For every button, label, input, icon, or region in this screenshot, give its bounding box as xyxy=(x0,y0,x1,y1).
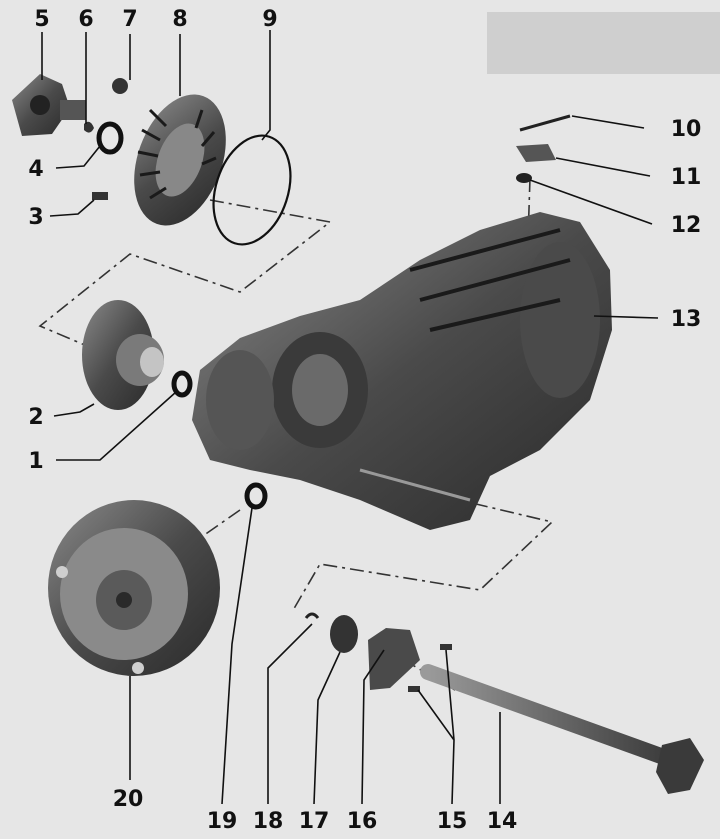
part-12-washer xyxy=(516,173,532,183)
label-16: 16 xyxy=(347,809,378,834)
assembly-lines xyxy=(38,177,554,691)
part-1-seal xyxy=(171,370,193,398)
part-3-bolt xyxy=(92,192,108,200)
part-11-bracket xyxy=(516,144,556,162)
label-13: 13 xyxy=(671,307,702,332)
part-17-seal xyxy=(330,615,358,653)
blank-patch xyxy=(487,12,720,74)
label-12: 12 xyxy=(671,213,702,238)
part-19-seal xyxy=(244,482,268,510)
label-8: 8 xyxy=(172,7,187,32)
part-2-flange xyxy=(82,300,164,410)
part-20-torque-converter xyxy=(48,500,220,676)
part-15-bolts xyxy=(408,644,452,692)
label-20: 20 xyxy=(113,787,144,812)
part-9-o-ring xyxy=(212,134,292,246)
label-1: 1 xyxy=(28,449,43,474)
part-18-clip xyxy=(304,612,320,619)
part-5-flange xyxy=(12,74,86,136)
label-6: 6 xyxy=(78,7,93,32)
label-19: 19 xyxy=(207,809,238,834)
part-10-bolt xyxy=(519,114,571,132)
part-16-bracket xyxy=(368,628,420,690)
leader-lines xyxy=(41,30,659,805)
label-11: 11 xyxy=(671,165,702,190)
label-9: 9 xyxy=(262,7,277,32)
label-17: 17 xyxy=(299,809,330,834)
label-2: 2 xyxy=(28,405,43,430)
label-15: 15 xyxy=(437,809,468,834)
part-number-labels: 5 6 7 8 9 4 3 10 11 12 13 2 1 20 19 18 1… xyxy=(28,7,701,834)
label-3: 3 xyxy=(28,205,43,230)
part-7-bolt xyxy=(112,78,128,94)
part-6-clip xyxy=(84,121,94,133)
label-5: 5 xyxy=(34,7,49,32)
label-14: 14 xyxy=(487,809,518,834)
label-10: 10 xyxy=(671,117,702,142)
part-14-drive-shaft xyxy=(420,664,704,794)
part-13-housing xyxy=(192,212,612,530)
label-18: 18 xyxy=(253,809,284,834)
part-8-cover xyxy=(134,94,226,226)
part-4-seal xyxy=(96,121,124,155)
label-7: 7 xyxy=(122,7,137,32)
label-4: 4 xyxy=(28,157,43,182)
